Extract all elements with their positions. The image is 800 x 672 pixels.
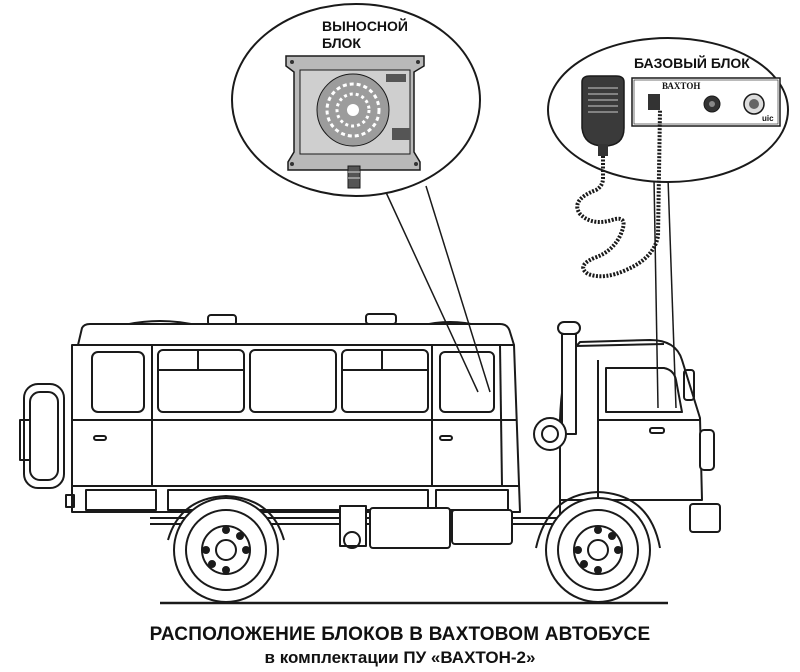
remote-unit-callout: ВЫНОСНОЙ БЛОК [231, 3, 491, 393]
base-radio-unit: ВАХТОН uic [631, 77, 781, 127]
remote-speaker-unit [285, 55, 425, 189]
caption-subtitle: в комплектации ПУ «ВАХТОН-2» [264, 648, 536, 667]
base-unit-brand: ВАХТОН [662, 81, 700, 91]
base-unit-title: БАЗОВЫЙ БЛОК [634, 54, 750, 71]
uic-logo: uic [762, 114, 774, 123]
caption-title: РАСПОЛОЖЕНИЕ БЛОКОВ В ВАХТОВОМ АВТОБУСЕ [149, 624, 651, 645]
base-unit-callout: БАЗОВЫЙ БЛОК ВАХТОН uic [547, 37, 789, 409]
bus-illustration [19, 313, 721, 605]
handheld-microphone [581, 75, 625, 156]
remote-unit-title-line1: ВЫНОСНОЙ [322, 17, 408, 34]
remote-unit-title-line2: БЛОК [322, 35, 361, 51]
